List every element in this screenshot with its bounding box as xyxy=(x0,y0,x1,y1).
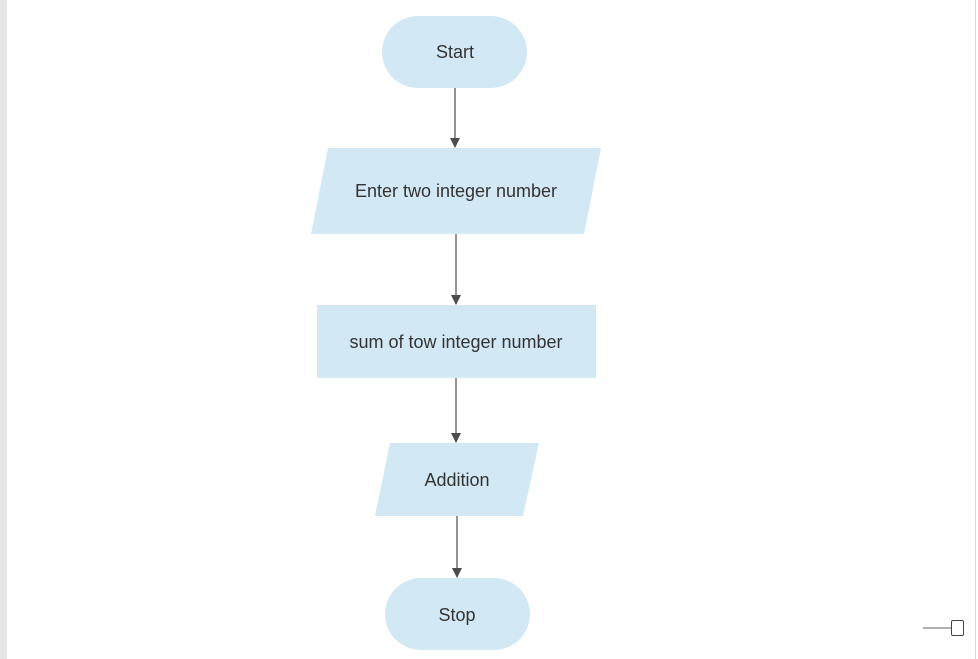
node-process-label: sum of tow integer number xyxy=(349,332,562,352)
node-stop[interactable]: Stop xyxy=(385,578,530,650)
node-input[interactable]: Enter two integer number xyxy=(311,148,601,234)
node-output-label: Addition xyxy=(424,470,489,490)
zoom-slider-handle[interactable] xyxy=(951,620,964,636)
node-process[interactable]: sum of tow integer number xyxy=(317,305,596,378)
node-stop-label: Stop xyxy=(438,605,475,625)
canvas-right-border xyxy=(975,0,978,659)
node-start-label: Start xyxy=(436,42,474,62)
node-input-label: Enter two integer number xyxy=(355,181,557,201)
node-start[interactable]: Start xyxy=(382,16,527,88)
node-output[interactable]: Addition xyxy=(375,443,539,516)
zoom-slider-track[interactable] xyxy=(923,627,963,629)
zoom-slider[interactable] xyxy=(923,617,973,639)
